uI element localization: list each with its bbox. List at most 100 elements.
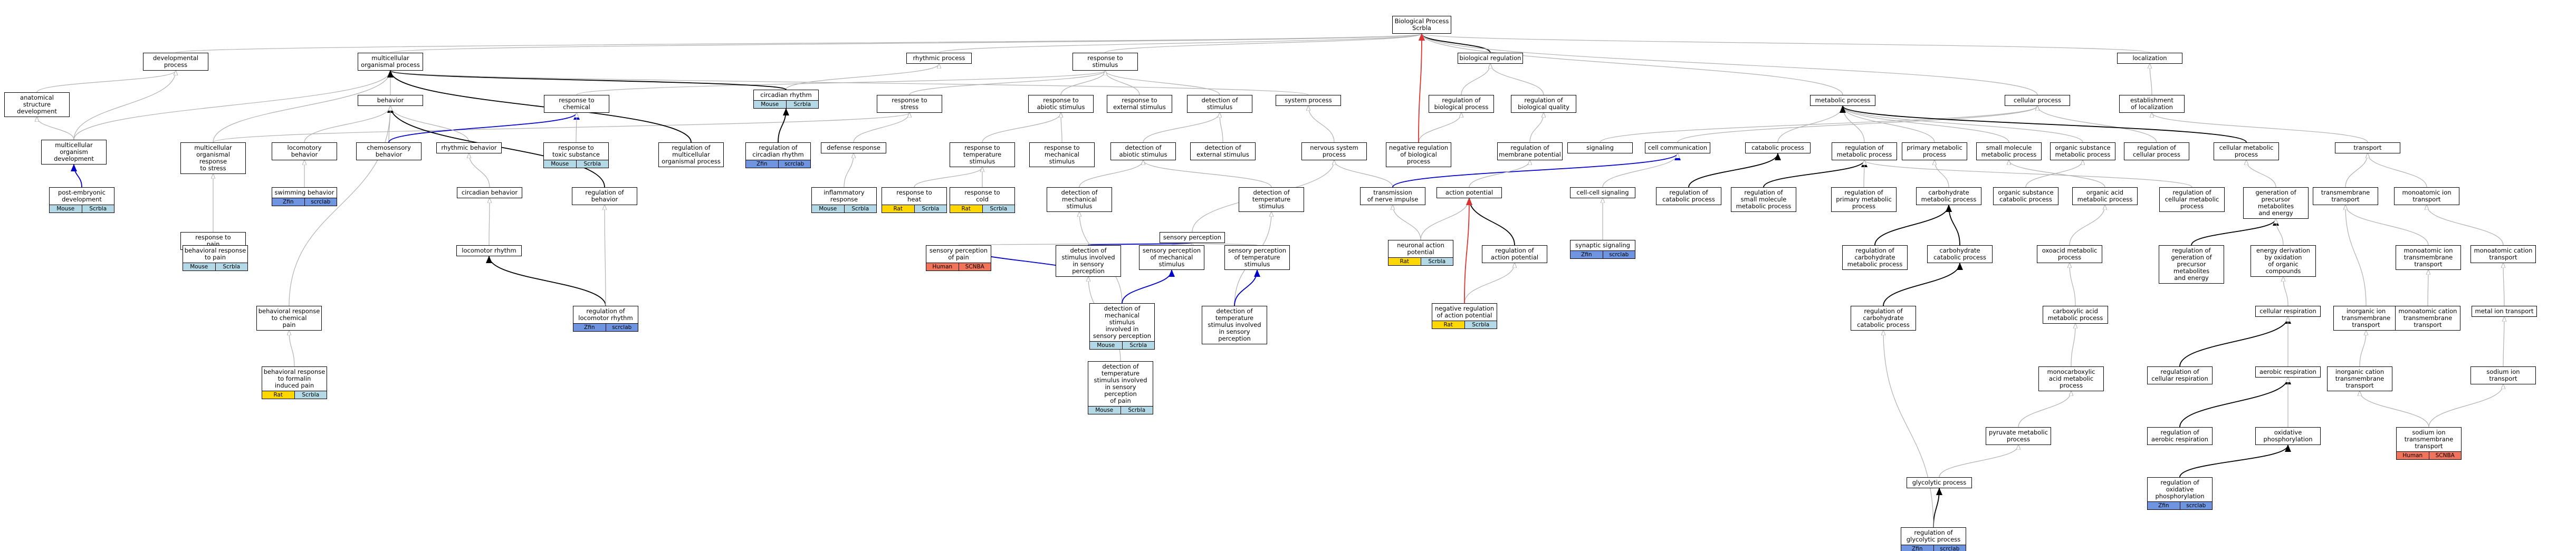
go-term-node-nervsys[interactable]: nervous system process	[1301, 142, 1367, 160]
go-term-node-defresp[interactable]: defense response	[821, 142, 886, 153]
go-term-node-orgcatab[interactable]: organic substance catabolic process	[1993, 187, 2058, 205]
go-term-node-behchem[interactable]: behavioral response to chemical pain	[256, 306, 322, 331]
go-term-node-detstim[interactable]: detection of stimulus	[1187, 95, 1252, 113]
go-term-node-sodiumion[interactable]: sodium ion transport	[2470, 366, 2536, 384]
go-term-node-regaerobic[interactable]: regulation of aerobic respiration	[2147, 427, 2213, 445]
go-term-node-transimp[interactable]: transmission of nerve impulse	[1360, 187, 1425, 205]
go-term-node-sensperc[interactable]: sensory perception	[1160, 232, 1225, 243]
go-term-node-estloc[interactable]: establishment of localization	[2119, 95, 2185, 113]
go-term-node-senstemp[interactable]: sensory perception of temperature stimul…	[1224, 245, 1290, 270]
go-term-node-genprec[interactable]: generation of precursor metabolites and …	[2243, 187, 2309, 219]
go-term-node-signaling[interactable]: signaling	[1567, 142, 1633, 153]
go-term-node-detpain[interactable]: detection of stimulus involved in sensor…	[1056, 245, 1121, 277]
go-term-node-regmult[interactable]: regulation of multicellular organismal p…	[658, 142, 724, 167]
go-term-node-rhythmic[interactable]: rhythmic process	[906, 53, 972, 64]
go-term-node-catproc[interactable]: catabolic process	[1745, 142, 1811, 153]
go-term-node-metalion[interactable]: metal ion transport	[2472, 306, 2537, 317]
go-term-node-regqual[interactable]: regulation of biological quality	[1511, 95, 1576, 113]
go-term-node-detmechsens[interactable]: detection of mechanical stimulus involve…	[1089, 303, 1155, 350]
go-term-node-aerobic[interactable]: aerobic respiration	[2255, 366, 2321, 378]
go-term-node-respabiotic[interactable]: response to abiotic stimulus	[1028, 95, 1094, 113]
go-term-node-regmemb[interactable]: regulation of membrane potential	[1497, 142, 1563, 160]
go-term-node-glycolytic[interactable]: glycolytic process	[1907, 477, 1972, 488]
go-term-node-multorg[interactable]: multicellular organismal process	[358, 53, 423, 71]
go-term-node-root[interactable]: Biological Process Scrbla	[1392, 16, 1451, 34]
go-term-node-cellsig[interactable]: cell-cell signaling	[1570, 187, 1635, 198]
go-term-node-cellmet[interactable]: cellular metabolic process	[2214, 142, 2279, 160]
go-term-node-regbio[interactable]: regulation of biological process	[1429, 95, 1494, 113]
go-term-node-localization[interactable]: localization	[2117, 53, 2182, 64]
go-term-node-respchem[interactable]: response to chemical	[544, 95, 609, 113]
go-term-node-regactpot[interactable]: regulation of action potential	[1482, 245, 1547, 263]
go-term-node-regcellresp[interactable]: regulation of cellular respiration	[2147, 366, 2213, 384]
go-term-node-regcarbocat[interactable]: regulation of carbohydrate catabolic pro…	[1851, 306, 1916, 331]
go-term-node-monoiontm[interactable]: monoatomic ion transmembrane transport	[2396, 245, 2461, 270]
go-term-node-orgacid[interactable]: organic acid metabolic process	[2072, 187, 2138, 205]
go-term-node-multdev[interactable]: multicellular organism development	[41, 140, 107, 165]
go-term-node-dettempsens[interactable]: detection of temperature stimulus involv…	[1202, 306, 1267, 344]
go-term-node-rhythbeh[interactable]: rhythmic behavior	[436, 142, 502, 153]
go-term-node-monoion[interactable]: monoatomic ion transport	[2394, 187, 2459, 205]
go-term-node-negregbio[interactable]: negative regulation of biological proces…	[1386, 142, 1451, 167]
go-term-node-cellresp[interactable]: cellular respiration	[2255, 306, 2321, 317]
go-term-node-circbeh[interactable]: circadian behavior	[457, 187, 522, 198]
go-term-node-carbomet[interactable]: carbohydrate metabolic process	[1916, 187, 1981, 205]
go-term-node-regcellproc[interactable]: regulation of cellular process	[2124, 142, 2189, 160]
go-term-node-respstim[interactable]: response to stimulus	[1072, 53, 1138, 71]
go-term-node-respmech[interactable]: response to mechanical stimulus	[1029, 142, 1095, 167]
go-term-node-regbeh[interactable]: regulation of behavior	[572, 187, 637, 205]
go-term-node-orgsub[interactable]: organic substance metabolic process	[2050, 142, 2115, 160]
go-term-node-regprim[interactable]: regulation of primary metabolic process	[1831, 187, 1897, 212]
go-term-node-regmet[interactable]: regulation of metabolic process	[1832, 142, 1897, 160]
go-term-node-regsmall[interactable]: regulation of small molecule metabolic p…	[1731, 187, 1796, 212]
go-term-node-monocattm[interactable]: monoatomic cation transmembrane transpor…	[2395, 306, 2460, 331]
go-term-node-smallmol[interactable]: small molecule metabolic process	[1976, 142, 2042, 160]
go-term-node-energyderiv[interactable]: energy derivation by oxidation of organi…	[2251, 245, 2316, 277]
go-term-node-pyruvate[interactable]: pyruvate metabolic process	[1986, 427, 2051, 445]
go-term-node-oxoacid[interactable]: oxoacid metabolic process	[2037, 245, 2102, 263]
go-term-node-oxphos[interactable]: oxidative phosphorylation	[2255, 427, 2321, 445]
go-term-node-carbocatab[interactable]: carbohydrate catabolic process	[1927, 245, 1993, 263]
go-term-node-anatdev[interactable]: anatomical structure development	[4, 92, 70, 117]
go-term-node-resptemp[interactable]: response to temperature stimulus	[950, 142, 1015, 167]
go-term-node-carboxacid[interactable]: carboxylic acid metabolic process	[2043, 306, 2108, 324]
go-term-node-detmech[interactable]: detection of mechanical stimulus	[1047, 187, 1112, 212]
go-term-node-behavior[interactable]: behavior	[358, 95, 423, 106]
go-term-node-sensmech[interactable]: sensory perception of mechanical stimulu…	[1139, 245, 1204, 270]
go-term-node-metproc[interactable]: metabolic process	[1810, 95, 1875, 106]
go-term-node-sysproc[interactable]: system process	[1276, 95, 1341, 106]
go-term-node-devproc[interactable]: developmental process	[143, 53, 208, 71]
go-term-node-transport[interactable]: transport	[2335, 142, 2400, 153]
go-term-node-multresp[interactable]: multicellular organismal response to str…	[180, 142, 246, 174]
go-term-node-detext[interactable]: detection of external stimulus	[1190, 142, 1256, 160]
go-term-node-detmechpain[interactable]: detection of temperature stimulus involv…	[1088, 361, 1153, 414]
go-term-node-locorhythm[interactable]: locomotor rhythm	[456, 245, 522, 256]
go-term-node-transmemb[interactable]: transmembrane transport	[2313, 187, 2378, 205]
go-term-node-cellcomm[interactable]: cell communication	[1645, 142, 1710, 153]
go-term-node-behformalin[interactable]: behavioral response to formalin induced …	[262, 366, 327, 399]
go-term-node-inorgion[interactable]: inorganic ion transmembrane transport	[2333, 306, 2399, 331]
go-term-node-regcarbomet[interactable]: regulation of carbohydrate metabolic pro…	[1842, 245, 1908, 270]
go-term-node-locobeh[interactable]: locomotory behavior	[272, 142, 337, 160]
go-term-node-monocation[interactable]: monoatomic cation transport	[2470, 245, 2536, 263]
go-term-node-detabiotic[interactable]: detection of abiotic stimulus	[1110, 142, 1176, 160]
go-term-node-monocarbox[interactable]: monocarboxylic acid metabolic process	[2038, 366, 2104, 391]
go-term-node-dettemp[interactable]: detection of temperature stimulus	[1239, 187, 1304, 212]
go-term-node-respext[interactable]: response to external stimulus	[1107, 95, 1172, 113]
